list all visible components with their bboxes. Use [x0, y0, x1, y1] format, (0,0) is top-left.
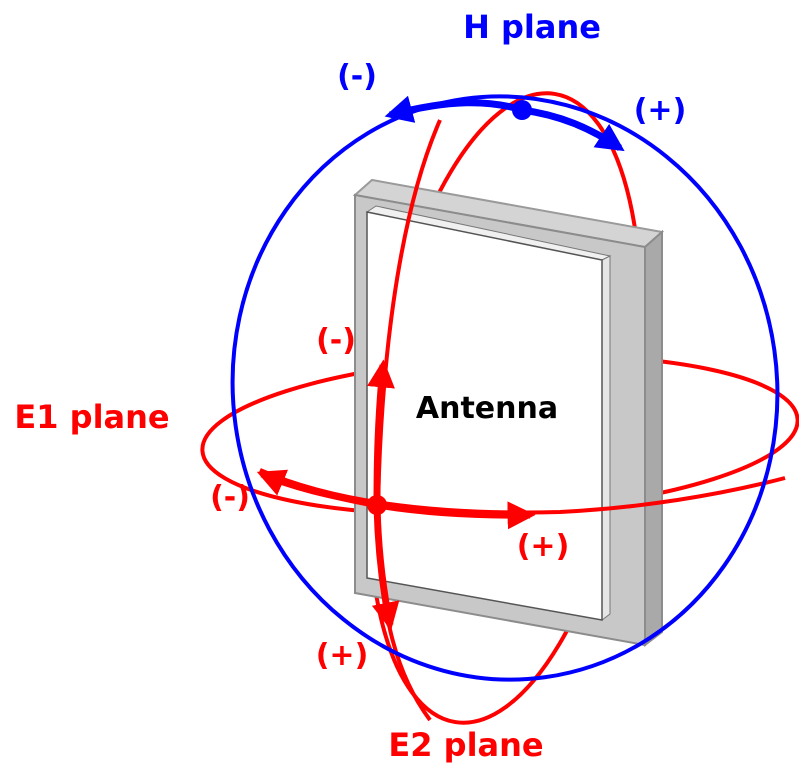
h-plane-ring [230, 94, 780, 682]
e1-plane-minus-upper-label: (-) [316, 323, 356, 358]
h-plane-plus-label: (+) [634, 93, 687, 128]
e-plane-origin-dot [367, 495, 387, 515]
h-plane-minus-label: (-) [337, 59, 377, 94]
e1-plane-plus-arrow [376, 501, 536, 530]
h-plane-minus-arrow [384, 95, 524, 123]
e1-plane-label: E1 plane [14, 398, 169, 436]
e2-plane-minus-arrow [367, 359, 395, 506]
antenna-label: Antenna [416, 391, 558, 426]
e1-plane-plus-label: (+) [517, 529, 570, 564]
e1-plane-minus-left-label: (-) [210, 480, 250, 515]
h-plane-origin-dot [512, 100, 532, 120]
antenna-block [352, 178, 665, 648]
e2-plane-label: E2 plane [388, 726, 543, 764]
h-plane-label: H plane [463, 8, 601, 46]
e1-plane-minus-arrow [256, 469, 378, 509]
h-plane-plus-arrow [521, 106, 625, 152]
e2-plane-plus-arrow [371, 504, 400, 631]
e2-plane-plus-label: (+) [316, 638, 369, 673]
